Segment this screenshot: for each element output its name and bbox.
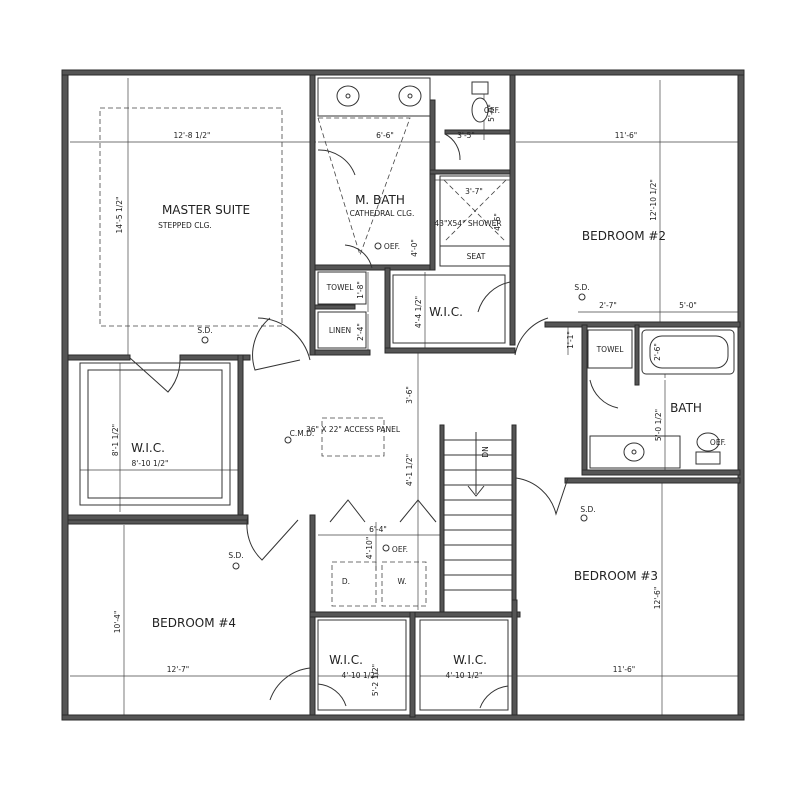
bath-h-dim: 5'-0 1/2" [654,409,663,441]
b3-h-dim: 12'-6" [653,587,662,610]
wc-h-dim: 5'-0" [487,104,496,122]
b2-h-dim: 12'-10 1/2" [649,179,658,221]
sd-bedroom2: S.D. [574,283,589,292]
sd-bedroom4: S.D. [228,551,243,560]
ms-height-dim: 14'-5 1/2" [115,197,124,234]
wic-m-h-dim: 8'-1 1/2" [111,424,120,456]
bedroom3-label: BEDROOM #3 [574,569,658,583]
mb-h2-dim: 4'-0" [410,239,419,257]
bath-step-dim: 1'-1" [566,331,575,349]
oef-bath: OEF. [710,438,726,447]
sh-h-dim: 4'-6" [493,213,502,231]
stair-h-dim: 4'-1 1/2" [405,454,414,486]
b3-w-dim: 11'-6" [613,665,636,674]
master-suite-label: MASTER SUITE [162,203,250,217]
wic-b4-label: W.I.C. [329,653,363,667]
bath-label: BATH [670,401,702,415]
sh-w-dim: 3'-7" [465,187,483,196]
hall-w2-dim: 5'-0" [679,301,697,310]
wic4-h-dim: 5'-2 1/2" [371,664,380,696]
wic4-w-dim: 4'-10 1/2" [342,671,379,680]
oef-laundry: OEF. [392,545,408,554]
hall-bath: TOWEL 2'-6" BATH 5'-0 1/2" OEF. 1'-1" [566,329,735,469]
wic-master-label: W.I.C. [131,441,165,455]
master-bath: M. BATH CATHEDRAL CLG. 6'-6" OEF. 4'-0" … [317,77,511,269]
mb-width-dim: 6'-6" [376,131,394,140]
hall-h-dim: 3'-6" [405,386,414,404]
hall-stair: 36" X 22" ACCESS PANEL C.M.D. 3'-6" 4'-1… [246,317,512,591]
seat-label: SEAT [467,252,486,261]
dryer-label: D. [342,577,350,586]
oef-mbath: OEF. [384,242,400,251]
m-bath-label: M. BATH [355,193,405,207]
walls [61,69,745,721]
ld-h-dim: 4'-10" [365,537,374,560]
shower-label: 43"X54" SHOWER [434,219,501,228]
wc-w-dim: 3'-5" [457,131,475,140]
bedroom2-label: BEDROOM #2 [582,229,666,243]
m-bath-note: CATHEDRAL CLG. [350,209,415,218]
laundry: 6'-4" 4'-10" OEF. D. W. [329,499,437,607]
master-suite-note: STEPPED CLG. [158,221,212,230]
towel-h-dim: 1'-8" [356,281,365,299]
towel1-label: TOWEL [326,283,355,292]
wic-closets: W.I.C. 4'-10 1/2" 5'-2 1/2" W.I.C. 4'-10… [317,619,509,711]
master-wic: W.I.C. 8'-10 1/2" 8'-1 1/2" [79,362,231,506]
wic-hall-label: W.I.C. [429,305,463,319]
wic-b3-label: W.I.C. [453,653,487,667]
b4-w-dim: 12'-7" [167,665,190,674]
sd-bedroom3: S.D. [580,505,595,514]
ld-w-dim: 6'-4" [369,525,387,534]
towel2-label: TOWEL [596,345,625,354]
towel-linen-wic: TOWEL 1'-8" LINEN 2'-4" W.I.C. 4'-4 1/2" [317,271,511,349]
wic-hall-h-dim: 4'-4 1/2" [414,296,423,328]
oef-wc: OEF. [484,106,500,115]
stair-treads [444,432,512,591]
hall-w1-dim: 2'-7" [599,301,617,310]
b2-w-dim: 11'-6" [615,131,638,140]
linen-h-dim: 2'-4" [356,323,365,341]
washer-label: W. [398,577,407,586]
bedroom-3: BEDROOM #3 11'-6" 12'-6" S.D. [515,477,662,674]
linen-label: LINEN [329,326,351,335]
bedroom-4: BEDROOM #4 12'-7" 10'-4" S.D. [113,551,311,701]
stair-dn-label: DN [481,446,490,457]
sd-master: S.D. [197,326,212,335]
wic3-w-dim: 4'-10 1/2" [446,671,483,680]
access-panel-label: 36" X 22" ACCESS PANEL [306,425,401,434]
master-suite: MASTER SUITE STEPPED CLG. 12'-8 1/2" 14'… [99,107,301,393]
wic-m-w-dim: 8'-10 1/2" [132,459,169,468]
cmd-label: C.M.D. [290,429,315,438]
tub-w-dim: 2'-6" [653,343,662,361]
bedroom4-label: BEDROOM #4 [152,616,236,630]
bedroom-2: BEDROOM #2 11'-6" 12'-10 1/2" S.D. 2'-7"… [514,131,697,356]
b4-h-dim: 10'-4" [113,611,122,634]
ms-width-dim: 12'-8 1/2" [174,131,211,140]
